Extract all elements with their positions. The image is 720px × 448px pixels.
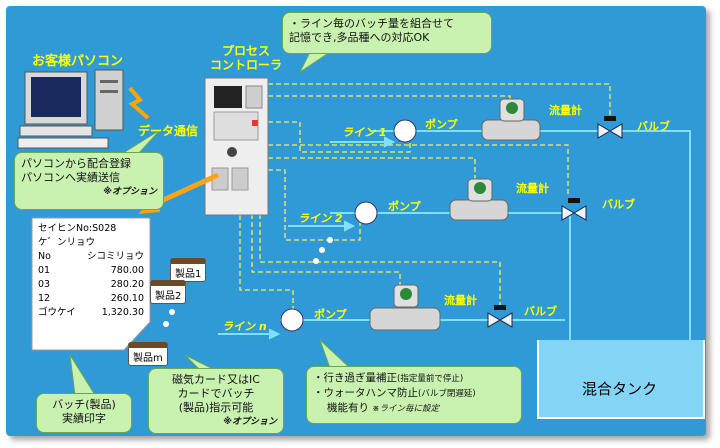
valve-1-icon — [597, 123, 623, 139]
signal-line-1a — [268, 83, 611, 118]
line-n-label: ライン n — [222, 320, 267, 333]
mix-tank-label: 混合タンク — [582, 380, 658, 398]
card-bubble-text: 磁気カード又はIC カードでバッチ (製品)指示可能 — [172, 373, 260, 414]
controller-title-line1: プロセス — [222, 44, 271, 58]
pc-bubble-line2: パソコンへ実績送信 — [21, 171, 120, 184]
flowmeter-1-label: 流量計 — [549, 104, 582, 117]
pc-bubble-line1: パソコンから配合登録 — [21, 157, 131, 170]
valve-n-label: バルブ — [524, 305, 557, 318]
feature-water-hammer: ・ウォータハンマ防止 — [313, 387, 418, 399]
pump-1-label: ポンプ — [425, 118, 458, 131]
mix-tank-icon — [537, 340, 705, 419]
receipt-paper — [31, 217, 151, 351]
flowmeter-2-icon — [449, 178, 509, 221]
receipt-product-no: セイヒンNo:S028 — [38, 223, 117, 234]
flowmeter-n-icon — [369, 284, 441, 331]
pipe-line-1 — [370, 130, 691, 370]
pump-n-label: ポンプ — [314, 308, 347, 321]
customer-pc-label: お客様パソコン — [32, 54, 124, 69]
flowmeter-2-label: 流量計 — [516, 182, 549, 195]
line-2-label: ライン 2 — [298, 212, 343, 225]
feature-overrun-correction: ・行き過ぎ量補正 — [313, 372, 397, 384]
valve-n-icon — [487, 312, 513, 328]
pump-2-label: ポンプ — [388, 200, 421, 213]
receipt-ingredient-header: ケ゛ンリョウ — [38, 237, 96, 248]
process-controller-cabinet — [204, 77, 269, 216]
valve-2-icon — [561, 205, 587, 221]
product-card-m: 製品m — [128, 342, 168, 366]
pc-registration-bubble: パソコンから配合登録 パソコンへ実績送信 ※オプション — [14, 152, 164, 210]
pump-2-icon — [354, 201, 378, 225]
receipt-col-no: No — [38, 251, 51, 262]
flowmeter-n-label: 流量計 — [444, 294, 477, 307]
feature-overrun-sub: (指定量前で停止) — [397, 374, 464, 384]
feature-per-line-note: ※ライン毎に設定 — [372, 404, 439, 414]
line-1-label: ライン 1 — [342, 126, 387, 139]
batch-print-bubble: バッチ(製品) 実績印字 — [36, 393, 132, 433]
feature-available: 機能有り — [327, 402, 369, 414]
controller-title: プロセス コントローラ — [210, 44, 282, 72]
line-batch-note-bubble: ・ライン毎のバッチ量を組合せて 記憶でき,多品種への対応OK — [282, 12, 492, 54]
data-comm-bolt-icon — [128, 86, 150, 120]
valve-1-label: バルブ — [637, 120, 670, 133]
valve-2-label: バルブ — [602, 198, 635, 211]
feature-water-hammer-sub: (バルブ閉遅延) — [418, 389, 476, 399]
card-bubble-option-note: ※オプション — [223, 417, 277, 427]
receipt-col-amount: シコミリョウ — [86, 251, 144, 262]
features-bubble: ・行き過ぎ量補正(指定量前で停止) ・ウォータハンマ防止(バルブ閉遅延) 機能有… — [306, 366, 522, 424]
product-card-1: 製品1 — [170, 258, 207, 282]
controller-title-line2: コントローラ — [210, 58, 283, 72]
pump-1-icon — [393, 119, 417, 143]
card-instruction-bubble: 磁気カード又はIC カードでバッチ (製品)指示可能 ※オプション — [148, 368, 284, 434]
pump-n-icon — [280, 308, 304, 332]
data-comm-label: データ通信 — [138, 124, 199, 138]
product-card-2: 製品2 — [150, 280, 187, 304]
computer-icon — [17, 69, 124, 149]
pc-bubble-option-note: ※オプション — [103, 187, 157, 197]
flowmeter-1-icon — [481, 98, 541, 141]
